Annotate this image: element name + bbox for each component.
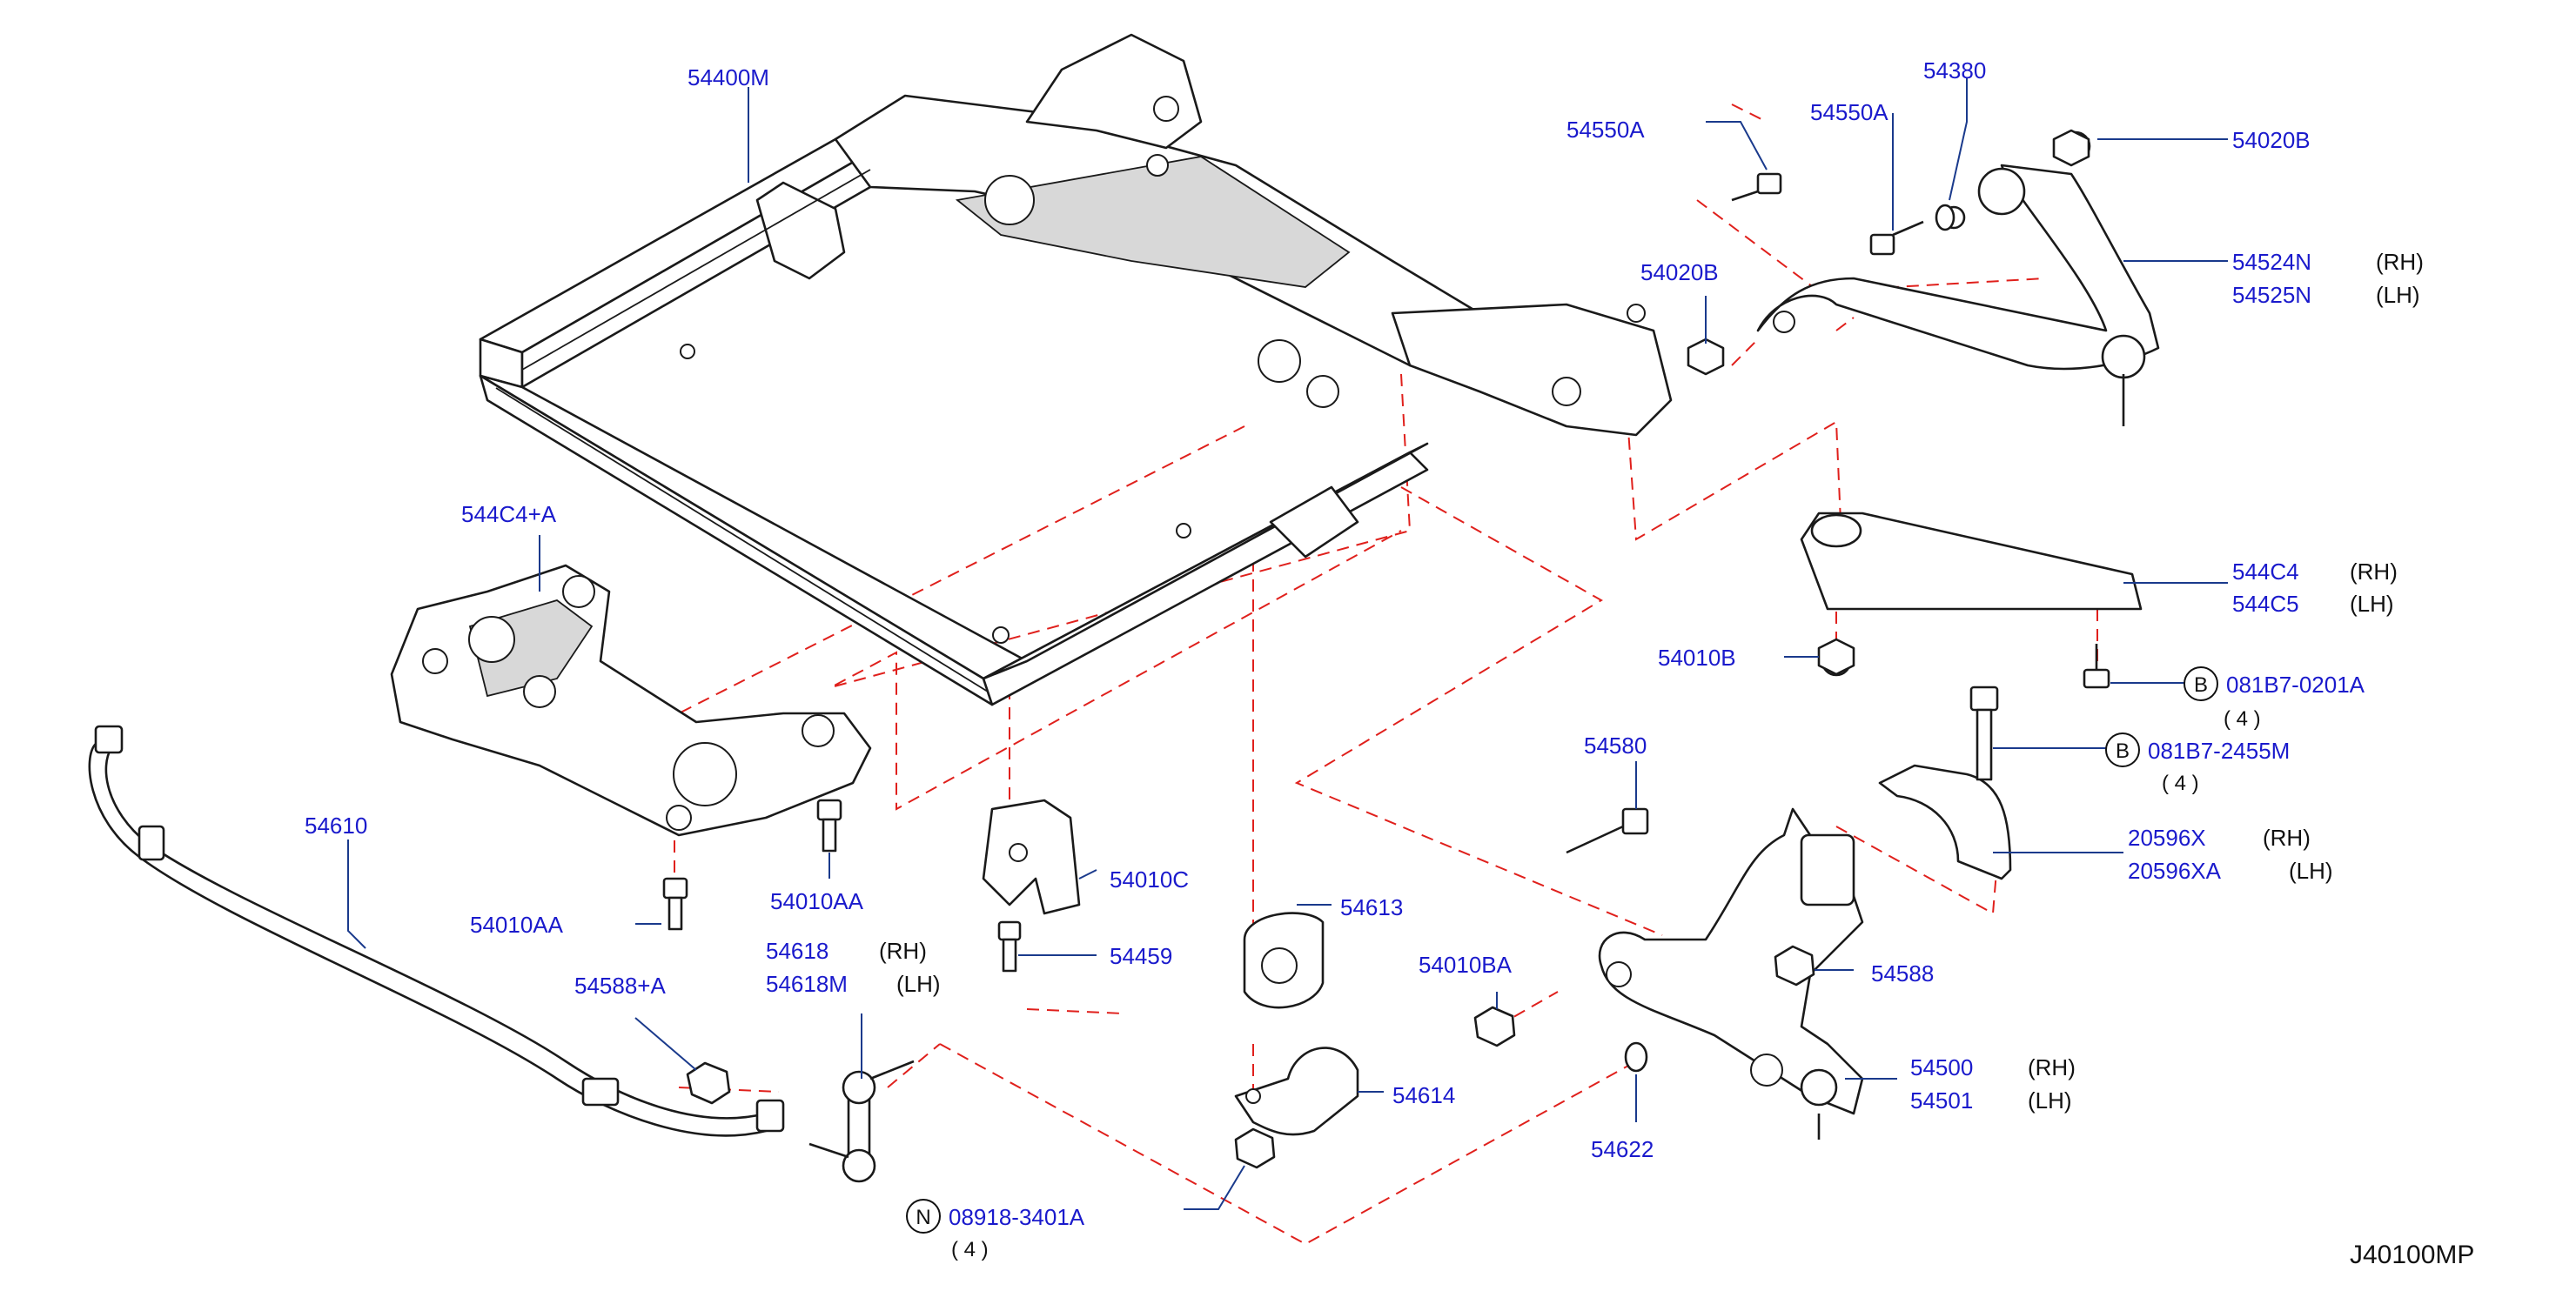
side-54618M: (LH) [896,971,941,997]
bolt-54010AA-right[interactable] [816,799,842,853]
label-54380[interactable]: 54380 [1923,57,1986,84]
nut-08918-3401A[interactable] [1234,1127,1276,1169]
label-54588[interactable]: 54588 [1871,960,1934,987]
nut-54010B[interactable] [1817,638,1855,676]
label-54010AA-2[interactable]: 54010AA [770,888,864,914]
label-54618M[interactable]: 54618M [766,971,848,997]
leader-lines [347,78,2228,1210]
label-54580[interactable]: 54580 [1584,732,1647,759]
nut-54588A[interactable] [686,1061,731,1105]
label-54525N[interactable]: 54525N [2232,282,2311,308]
label-20596X[interactable]: 20596X [2128,825,2206,851]
label-54550A-1[interactable]: 54550A [1566,117,1645,143]
front-suspension-member-54400M[interactable] [479,33,1673,706]
lower-link-54500[interactable] [1598,807,1864,1140]
label-54020B-1[interactable]: 54020B [2232,127,2311,153]
side-54618: (RH) [879,938,927,964]
stabilizer-bar-54610[interactable] [88,725,785,1137]
side-54501: (LH) [2028,1087,2072,1114]
nut-54010BA[interactable] [1473,1006,1516,1047]
bolt-54550A-lower[interactable] [1869,220,1924,256]
label-54614[interactable]: 54614 [1392,1082,1455,1108]
label-54459[interactable]: 54459 [1110,943,1172,969]
qty-081B7-0201A: ( 4 ) [2224,707,2261,731]
bushing-clamp-54614[interactable] [1234,1047,1359,1136]
prefix-letter-2455M: B [2116,739,2130,763]
label-54010C[interactable]: 54010C [1110,866,1189,893]
upper-link-54524N[interactable] [1756,130,2160,426]
label-54010AA-1[interactable]: 54010AA [470,912,564,938]
bolt-54010AA-left[interactable] [662,877,688,931]
side-54525N: (LH) [2376,282,2420,308]
qty-08918-3401A: ( 4 ) [951,1238,989,1261]
bolt-081B7-0201A[interactable] [2083,644,2110,689]
bolt-54550A-upper[interactable] [1731,172,1782,202]
label-54524N[interactable]: 54524N [2232,249,2311,275]
heat-shield-20596X[interactable] [1878,764,2012,880]
part-labels: 54400M 54550A 54550A 54380 54020B 54020B… [305,57,2424,1261]
side-20596X: (RH) [2263,825,2311,851]
label-544C4[interactable]: 544C4 [2232,559,2299,585]
label-544C5[interactable]: 544C5 [2232,591,2299,617]
label-54618[interactable]: 54618 [766,938,828,964]
label-081B7-2455M[interactable]: 081B7-2455M [2148,738,2290,764]
side-54524N: (RH) [2376,249,2424,275]
bracket-54010C[interactable] [982,799,1081,915]
label-54588A[interactable]: 54588+A [574,973,666,999]
nut-54020B-top[interactable] [2052,129,2090,167]
side-54500: (RH) [2028,1054,2076,1080]
label-08918-3401A[interactable]: 08918-3401A [949,1204,1085,1230]
label-54400M[interactable]: 54400M [688,64,769,90]
label-54622[interactable]: 54622 [1591,1136,1654,1162]
label-54610[interactable]: 54610 [305,813,367,839]
washer-54380[interactable] [1935,204,1955,231]
side-20596XA: (LH) [2289,858,2333,884]
nut-54020B-mid[interactable] [1687,338,1725,376]
bushing-54613[interactable] [1243,912,1325,1009]
label-081B7-0201A[interactable]: 081B7-0201A [2226,672,2365,698]
label-544C4A[interactable]: 544C4+A [461,501,557,527]
qty-081B7-2455M: ( 4 ) [2162,772,2199,795]
fasteners [662,129,2110,1169]
label-54010B[interactable]: 54010B [1658,645,1736,671]
bolt-54580[interactable] [1566,807,1649,854]
washer-54622[interactable] [1624,1041,1648,1073]
label-54501[interactable]: 54501 [1910,1087,1973,1114]
member-stay-544C4A[interactable] [390,564,872,837]
diagram-code: J40100MP [2350,1241,2474,1269]
nut-54588[interactable] [1774,945,1815,987]
bolt-081B7-2455M[interactable] [1969,686,1999,781]
prefix-letter-0201A: B [2194,673,2208,697]
stabilizer-connecting-rod-54618[interactable] [808,1060,915,1183]
label-54010BA[interactable]: 54010BA [1419,952,1513,978]
side-544C5: (LH) [2350,591,2394,617]
label-54500[interactable]: 54500 [1910,1054,1973,1080]
label-54613[interactable]: 54613 [1340,894,1403,920]
label-54550A-2[interactable]: 54550A [1810,99,1888,125]
label-54020B-2[interactable]: 54020B [1640,259,1719,285]
prefix-letter-3401A: N [916,1206,930,1229]
side-544C4: (RH) [2350,559,2398,585]
bolt-54459[interactable] [997,920,1022,973]
label-20596XA[interactable]: 20596XA [2128,858,2222,884]
prefix-markers: B B N [906,666,2218,1234]
